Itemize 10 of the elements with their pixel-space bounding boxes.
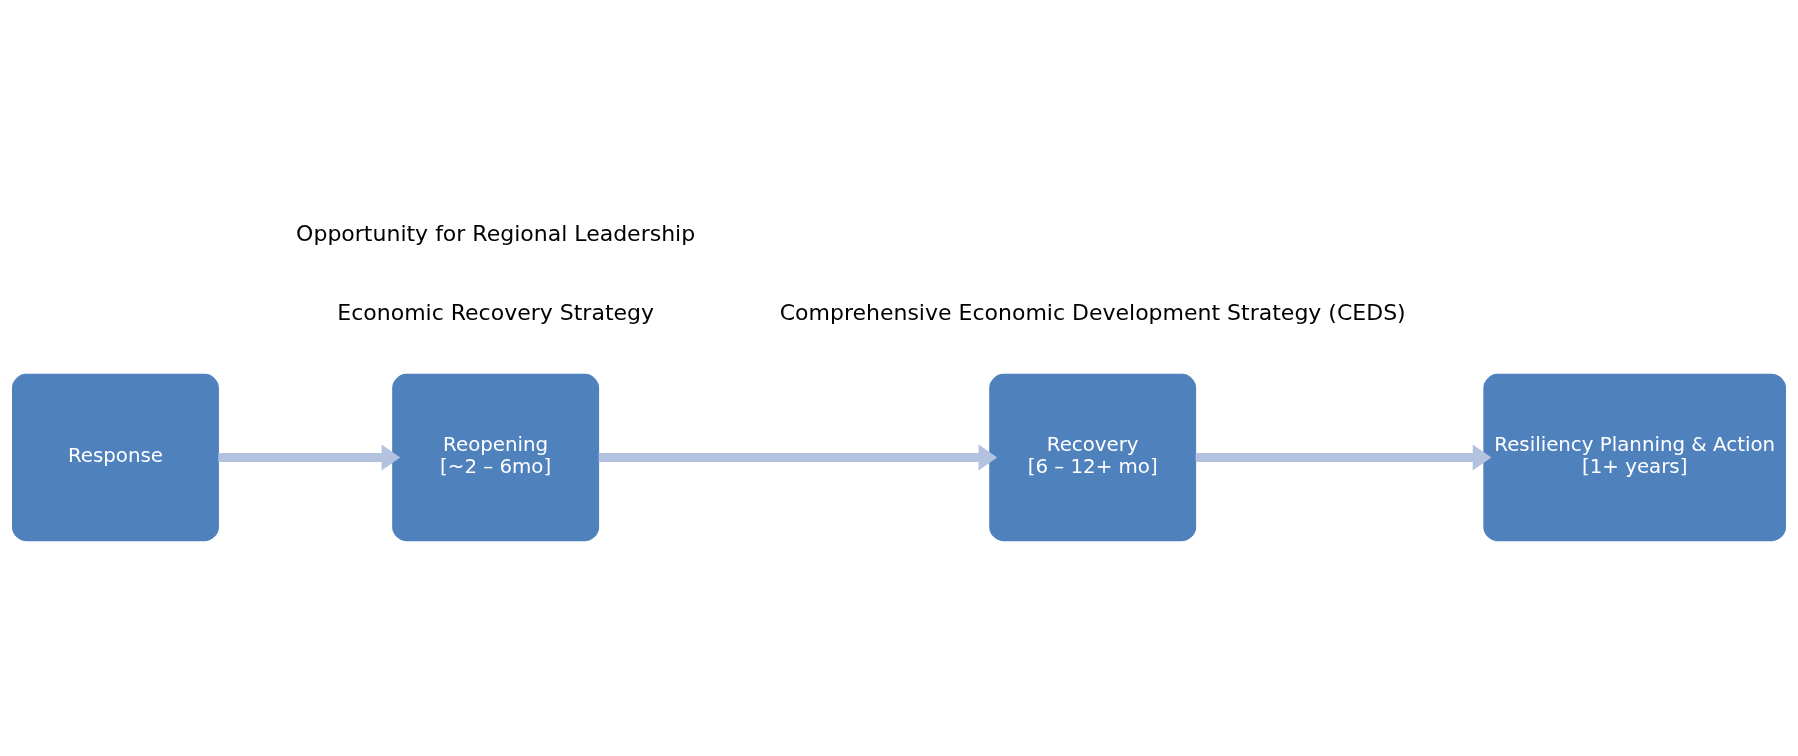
arrow xyxy=(1195,444,1492,471)
node-box: Resiliency Planning & Action [1+ years] xyxy=(1483,373,1786,542)
arrow xyxy=(598,444,998,471)
label: Opportunity for Regional Leadership xyxy=(296,220,696,246)
node-box: Reopening [~2 – 6mo] xyxy=(392,373,600,542)
arrow xyxy=(218,444,401,471)
node-box: Response xyxy=(12,373,219,542)
node-box: Recovery [6 – 12+ mo] xyxy=(989,373,1197,542)
label: Comprehensive Economic Development Strategy (CEDS) xyxy=(779,299,1406,325)
label: Economic Recovery Strategy xyxy=(337,299,655,325)
